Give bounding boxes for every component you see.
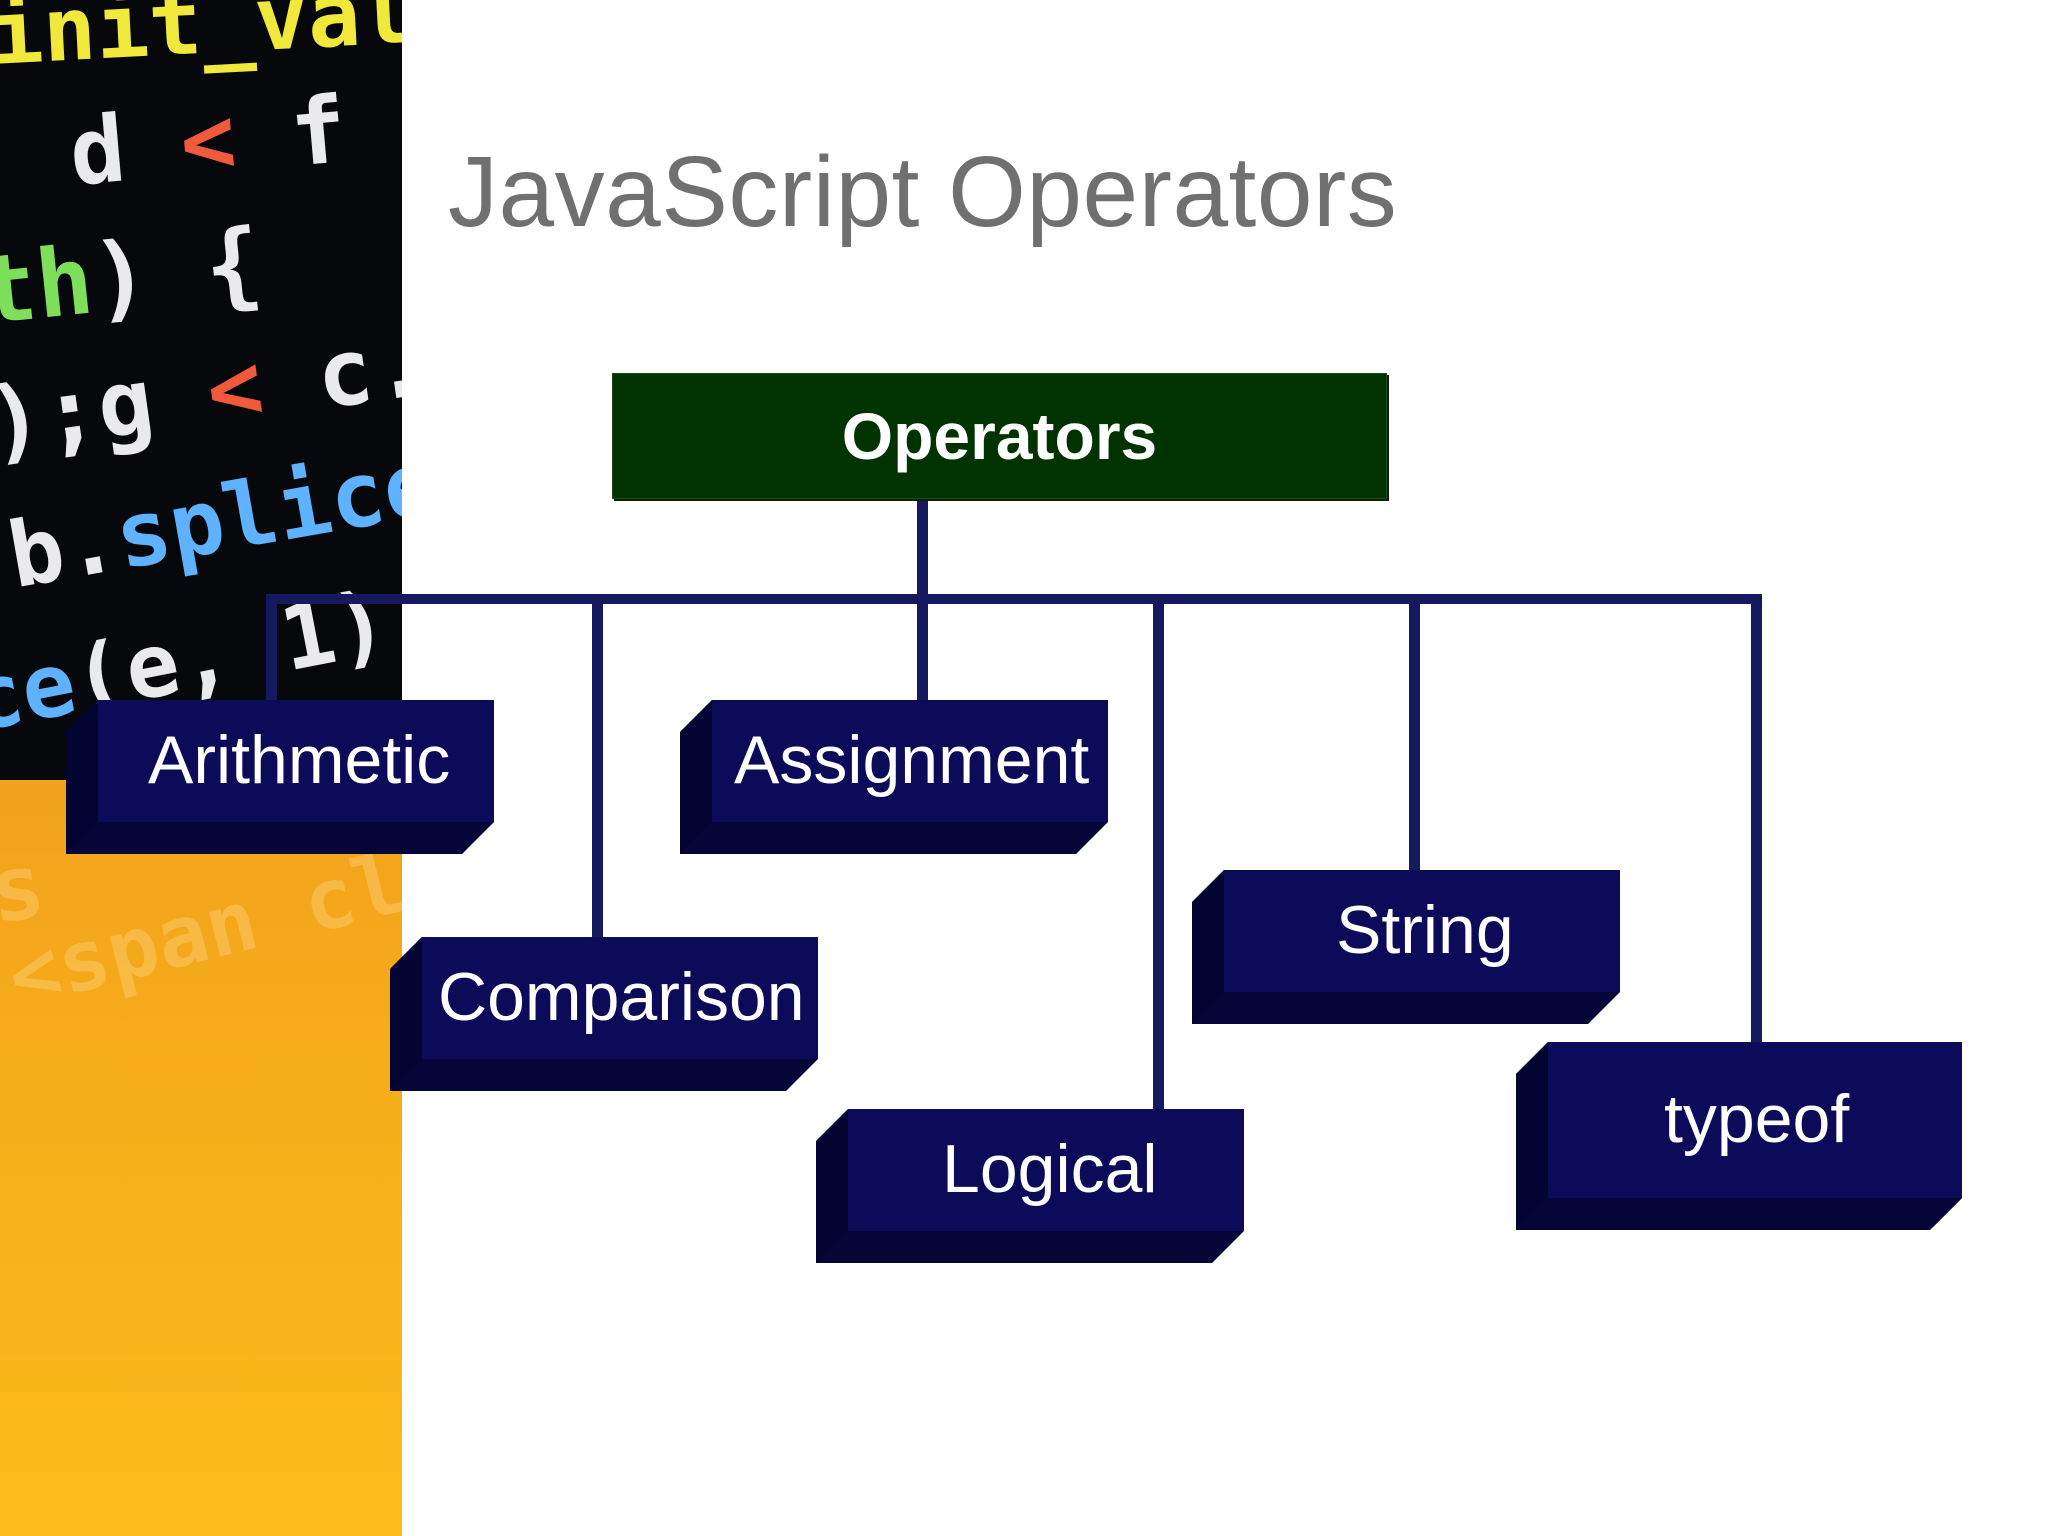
node-shape	[816, 1109, 1244, 1263]
typeof-connector	[1751, 594, 1762, 1044]
root-node-operators: Operators	[612, 373, 1387, 499]
arithmetic-connector	[266, 594, 277, 702]
node-label: Comparison	[438, 959, 805, 1035]
string-connector	[1409, 594, 1420, 872]
logical-connector	[1153, 594, 1164, 1111]
node-shape	[1516, 1042, 1962, 1230]
code-orange-area: s <span cla	[0, 780, 402, 1536]
node-shape	[1192, 870, 1620, 1024]
node-label: Assignment	[734, 722, 1090, 798]
root-node-label: Operators	[841, 399, 1158, 473]
slide-title: JavaScript Operators	[448, 136, 1398, 248]
node-arithmetic: Arithmetic	[66, 700, 494, 854]
assignment-connector	[917, 594, 928, 702]
node-typeof: typeof	[1516, 1042, 1962, 1230]
code-dark-area: init_val ) d < f && th) { );g < c.len b.…	[0, 0, 402, 780]
comparison-connector	[592, 594, 603, 938]
node-label: Arithmetic	[148, 722, 451, 798]
node-shape	[680, 700, 1108, 854]
node-label: typeof	[1664, 1081, 1850, 1157]
node-label: String	[1336, 892, 1514, 968]
node-label: Logical	[942, 1131, 1158, 1207]
node-shape	[66, 700, 494, 854]
horizontal-bus-connector	[266, 594, 1762, 604]
node-logical: Logical	[816, 1109, 1244, 1263]
node-string: String	[1192, 870, 1620, 1024]
node-comparison: Comparison	[390, 937, 818, 1091]
node-shape	[390, 937, 818, 1091]
node-assignment: Assignment	[680, 700, 1108, 854]
code-background-image: init_val ) d < f && th) { );g < c.len b.…	[0, 0, 402, 1536]
root-stem-connector	[917, 496, 928, 600]
